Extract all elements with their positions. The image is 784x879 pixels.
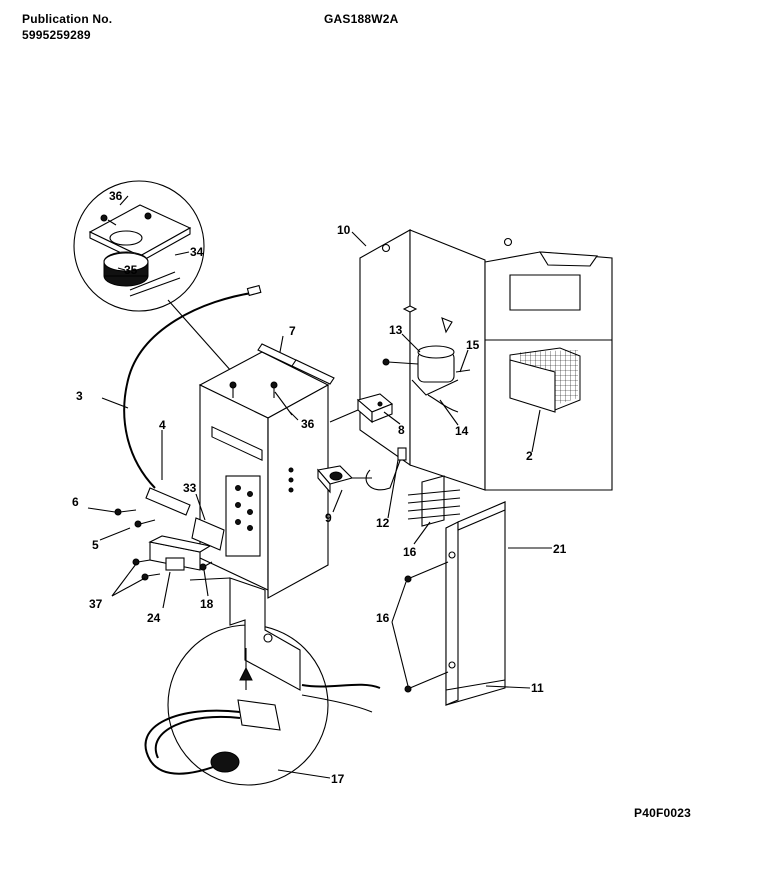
callout-2: 2: [526, 449, 533, 463]
callout-18: 18: [200, 597, 214, 611]
callout-16b: 16: [376, 611, 390, 625]
terminal-block-16: [407, 475, 461, 527]
plug-bracket-33: [191, 517, 225, 551]
model-number: GAS188W2A: [324, 12, 399, 26]
screw-18: [204, 561, 213, 567]
air-filter-2: [509, 347, 581, 413]
screw-16: [409, 561, 449, 579]
sensor-9: [316, 465, 372, 494]
callout-17: 17: [331, 772, 345, 786]
control-box-housing: [198, 343, 335, 599]
wire-harness-3: [123, 291, 259, 489]
callout-7: 7: [289, 324, 296, 338]
callout-35: 35: [124, 263, 138, 277]
callout-24: 24: [147, 611, 161, 625]
callout-4: 4: [159, 418, 166, 432]
callout-8: 8: [398, 423, 405, 437]
thermal-wire-12: [365, 454, 403, 491]
screw-6: [119, 509, 137, 513]
relay-13: [382, 345, 471, 413]
screw-36: [229, 381, 293, 416]
access-panel-21: [445, 501, 506, 706]
detail-circle-control-board: [73, 180, 205, 312]
callout-5: 5: [92, 538, 99, 552]
callout-10: 10: [337, 223, 351, 237]
detail-leader-line: [167, 299, 233, 373]
callout-34: 34: [190, 245, 204, 259]
callout-11: 11: [531, 681, 544, 695]
callout-labels: 36 34 35 10 7 13 15 3 36 8 14 4 2 33 6 9…: [72, 189, 567, 786]
callout-33: 33: [183, 481, 197, 495]
harness-connector: [246, 284, 262, 297]
callout-13: 13: [389, 323, 403, 337]
screw-5: [139, 519, 156, 525]
callout-21: 21: [553, 542, 567, 556]
callout-3: 3: [76, 389, 83, 403]
callout-15: 15: [466, 338, 480, 352]
publication-number: 5995259289: [22, 28, 91, 42]
callout-9: 9: [325, 511, 332, 525]
diagram-code: P40F0023: [634, 806, 691, 820]
screw-37: [137, 559, 151, 563]
callout-36b: 36: [301, 417, 315, 431]
switch-8: [329, 393, 394, 424]
callout-6: 6: [72, 495, 79, 509]
publication-label: Publication No.: [22, 12, 113, 26]
detail-circle-power-cord: [144, 577, 381, 786]
leader-lines: [87, 195, 552, 779]
callout-37: 37: [89, 597, 103, 611]
callout-12: 12: [376, 516, 390, 530]
terminal-block-4: [145, 487, 191, 516]
callout-16a: 16: [403, 545, 417, 559]
callout-36: 36: [109, 189, 123, 203]
callout-14: 14: [455, 424, 469, 438]
